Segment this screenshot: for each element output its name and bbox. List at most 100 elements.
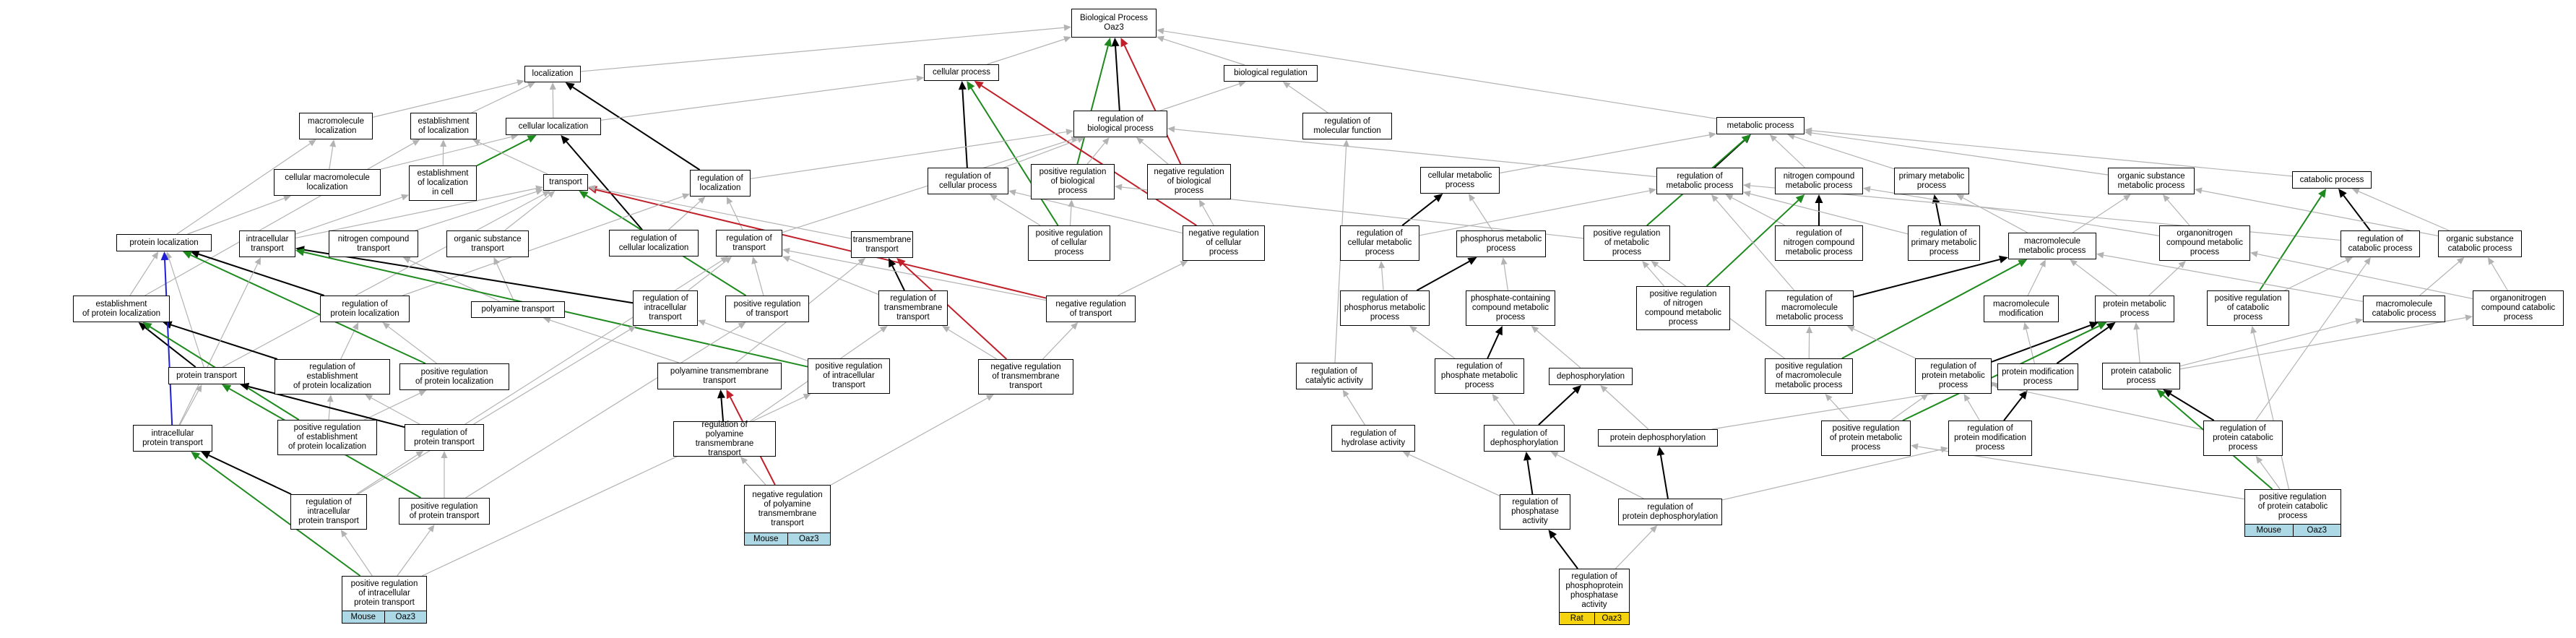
term-node-ictr[interactable]: intracellular transport (239, 230, 295, 257)
term-node-posbp[interactable]: positive regulation of biological proces… (1031, 164, 1115, 199)
term-node-oncmp[interactable]: organonitrogen compound metabolic proces… (2159, 225, 2250, 261)
term-node-cp[interactable]: cellular process (924, 64, 999, 81)
term-node-negtmtr[interactable]: negative regulation of transmembrane tra… (978, 359, 1073, 395)
term-node-regpolytmtr[interactable]: regulation of polyamine transmembrane tr… (673, 421, 776, 457)
term-node-regphmp[interactable]: regulation of phosphorus metabolic proce… (1340, 290, 1430, 326)
term-node-regphosact[interactable]: regulation of phosphatase activity (1500, 494, 1570, 530)
term-node-regcloc[interactable]: regulation of cellular localization (609, 230, 699, 257)
term-node-posprotcp[interactable]: positive regulation of protein catabolic… (2244, 489, 2341, 525)
term-node-regestploc[interactable]: regulation of establishment of protein l… (275, 359, 390, 395)
term-node-trans[interactable]: transport (543, 174, 588, 191)
term-node-regictr[interactable]: regulation of intracellular transport (633, 290, 698, 326)
term-node-regppact[interactable]: regulation of phosphoprotein phosphatase… (1559, 569, 1630, 613)
term-node-cmp[interactable]: cellular metabolic process (1420, 167, 1500, 194)
term-node-regprottr[interactable]: regulation of protein transport (405, 424, 484, 451)
term-node-regcat[interactable]: regulation of catalytic activity (1296, 363, 1373, 389)
term-node-cloc[interactable]: cellular localization (506, 118, 601, 135)
edge-arrowhead-posprotcp-to-regprotcp (2255, 456, 2263, 464)
term-node-regdeph[interactable]: regulation of dephosphorylation (1484, 425, 1565, 452)
term-node-deph[interactable]: dephosphorylation (1549, 368, 1633, 385)
term-node-regloc[interactable]: regulation of localization (690, 170, 751, 197)
term-node-poscp[interactable]: positive regulation of cellular process (1028, 225, 1110, 261)
term-node-posmp[interactable]: positive regulation of metabolic process (1583, 225, 1670, 261)
edge-arrowhead-protcp-to-protmp (2133, 322, 2140, 330)
term-node-posestploc[interactable]: positive regulation of establishment of … (277, 420, 377, 455)
term-node-regicprottr[interactable]: regulation of intracellular protein tran… (290, 494, 367, 530)
term-node-regmf[interactable]: regulation of molecular function (1302, 113, 1392, 139)
term-node-pmp[interactable]: primary metabolic process (1894, 168, 1969, 194)
term-node-regprotmod[interactable]: regulation of protein modification proce… (1948, 421, 2032, 456)
edge-arrowhead-regppact-to-regphosact (1548, 530, 1557, 539)
term-node-tmtr[interactable]: transmembrane transport (851, 231, 913, 258)
term-node-negtr[interactable]: negative regulation of transport (1046, 296, 1136, 322)
term-node-bp[interactable]: Biological Process Oaz3 (1071, 9, 1157, 38)
term-node-macmp[interactable]: macromolecule metabolic process (2008, 233, 2096, 259)
term-node-polytmtr[interactable]: polyamine transmembrane transport (657, 363, 782, 389)
term-node-nctr[interactable]: nitrogen compound transport (329, 230, 418, 257)
term-node-regmp[interactable]: regulation of metabolic process (1656, 168, 1743, 194)
edge-arrowhead-oscp-to-catp (2351, 188, 2360, 195)
term-node-regprotcp[interactable]: regulation of protein catabolic process (2203, 421, 2283, 456)
term-node-osmp[interactable]: organic substance metabolic process (2108, 168, 2195, 194)
term-node-postr[interactable]: positive regulation of transport (725, 296, 809, 322)
term-node-regploc[interactable]: regulation of protein localization (320, 296, 410, 322)
term-node-regcp[interactable]: regulation of cellular process (928, 168, 1008, 194)
edge-arrowhead-posmp-to-mp (1741, 134, 1751, 144)
term-node-phcmp[interactable]: phosphate-containing compound metabolic … (1466, 290, 1555, 326)
term-node-negpolytmtr[interactable]: negative regulation of polyamine transme… (744, 485, 831, 533)
term-node-catp[interactable]: catabolic process (2292, 171, 2372, 189)
term-node-maccp[interactable]: macromolecule catabolic process (2363, 296, 2445, 322)
term-node-regphp[interactable]: regulation of phosphate metabolic proces… (1435, 358, 1524, 394)
term-node-protdeph[interactable]: protein dephosphorylation (1598, 429, 1718, 447)
term-node-regbp[interactable]: regulation of biological process (1073, 111, 1167, 137)
term-node-posmacmp[interactable]: positive regulation of macromolecule met… (1765, 358, 1853, 394)
term-node-loc[interactable]: localization (524, 66, 581, 82)
term-node-poscatp[interactable]: positive regulation of catabolic process (2207, 290, 2289, 326)
term-node-posncmp[interactable]: positive regulation of nitrogen compound… (1636, 286, 1730, 330)
term-node-posploc[interactable]: positive regulation of protein localizat… (399, 363, 509, 390)
term-node-negcp[interactable]: negative regulation of cellular process (1183, 225, 1265, 261)
term-node-regmacmp[interactable]: regulation of macromolecule metabolic pr… (1765, 290, 1854, 326)
term-node-cmacloc[interactable]: cellular macromolecule localization (274, 169, 381, 196)
term-node-regtmtr[interactable]: regulation of transmembrane transport (878, 290, 948, 326)
term-node-polytr[interactable]: polyamine transport (471, 301, 565, 318)
term-node-posprottr[interactable]: positive regulation of protein transport (399, 498, 490, 525)
term-node-prottr[interactable]: protein transport (168, 367, 245, 384)
term-node-oscp[interactable]: organic substance catabolic process (2438, 230, 2522, 257)
term-node-icprottr[interactable]: intracellular protein transport (133, 425, 212, 452)
term-node-mp[interactable]: metabolic process (1716, 117, 1805, 134)
term-node-macloc[interactable]: macromolecule localization (299, 113, 373, 139)
term-node-ncmp[interactable]: nitrogen compound metabolic process (1775, 168, 1863, 194)
term-node-breg[interactable]: biological regulation (1224, 65, 1318, 82)
term-node-posprotmp[interactable]: positive regulation of protein metabolic… (1821, 421, 1911, 456)
term-node-regprotmp[interactable]: regulation of protein metabolic process (1915, 358, 1992, 394)
term-node-ploc[interactable]: protein localization (116, 234, 212, 251)
term-node-estloc[interactable]: establishment of localization (410, 113, 477, 139)
term-node-estlocc[interactable]: establishment of localization in cell (409, 165, 477, 201)
edge-cp-to-bp (987, 38, 1065, 65)
term-node-regncmp[interactable]: regulation of nitrogen compound metaboli… (1775, 225, 1863, 261)
edge-arrowhead-nctr-to-trans (535, 189, 543, 195)
term-node-regcatp[interactable]: regulation of catabolic process (2341, 230, 2420, 257)
term-node-macmod[interactable]: macromolecule modification (1984, 296, 2059, 322)
term-node-regtr[interactable]: regulation of transport (716, 230, 782, 257)
edge-arrowhead-posictr-to-regictr (698, 319, 706, 326)
term-node-regpmp[interactable]: regulation of primary metabolic process (1908, 225, 1980, 261)
term-node-posictr[interactable]: positive regulation of intracellular tra… (808, 358, 890, 394)
term-node-phmp[interactable]: phosphorus metabolic process (1456, 230, 1546, 257)
term-node-negbp[interactable]: negative regulation of biological proces… (1147, 164, 1231, 199)
edge-regploc-to-regloc (402, 196, 683, 296)
term-node-ostr[interactable]: organic substance transport (446, 230, 529, 257)
term-node-reghyd[interactable]: regulation of hydrolase activity (1331, 425, 1415, 452)
edge-arrowhead-regprotmp-to-regmacmp (1846, 326, 1855, 332)
term-node-protmod[interactable]: protein modification process (1997, 363, 2078, 390)
term-node-onccp[interactable]: organonitrogen compound catabolic proces… (2473, 290, 2564, 326)
term-node-protmp[interactable]: protein metabolic process (2095, 296, 2174, 322)
term-node-estploc[interactable]: establishment of protein localization (73, 296, 170, 322)
term-node-regcmp[interactable]: regulation of cellular metabolic process (1340, 225, 1419, 261)
term-node-posicprottr[interactable]: positive regulation of intracellular pro… (342, 576, 427, 611)
term-node-regprotdeph[interactable]: regulation of protein dephosphorylation (1618, 499, 1722, 525)
edge-maccp-to-macmp (2103, 254, 2364, 302)
term-node-protcp[interactable]: protein catabolic process (2102, 363, 2180, 389)
